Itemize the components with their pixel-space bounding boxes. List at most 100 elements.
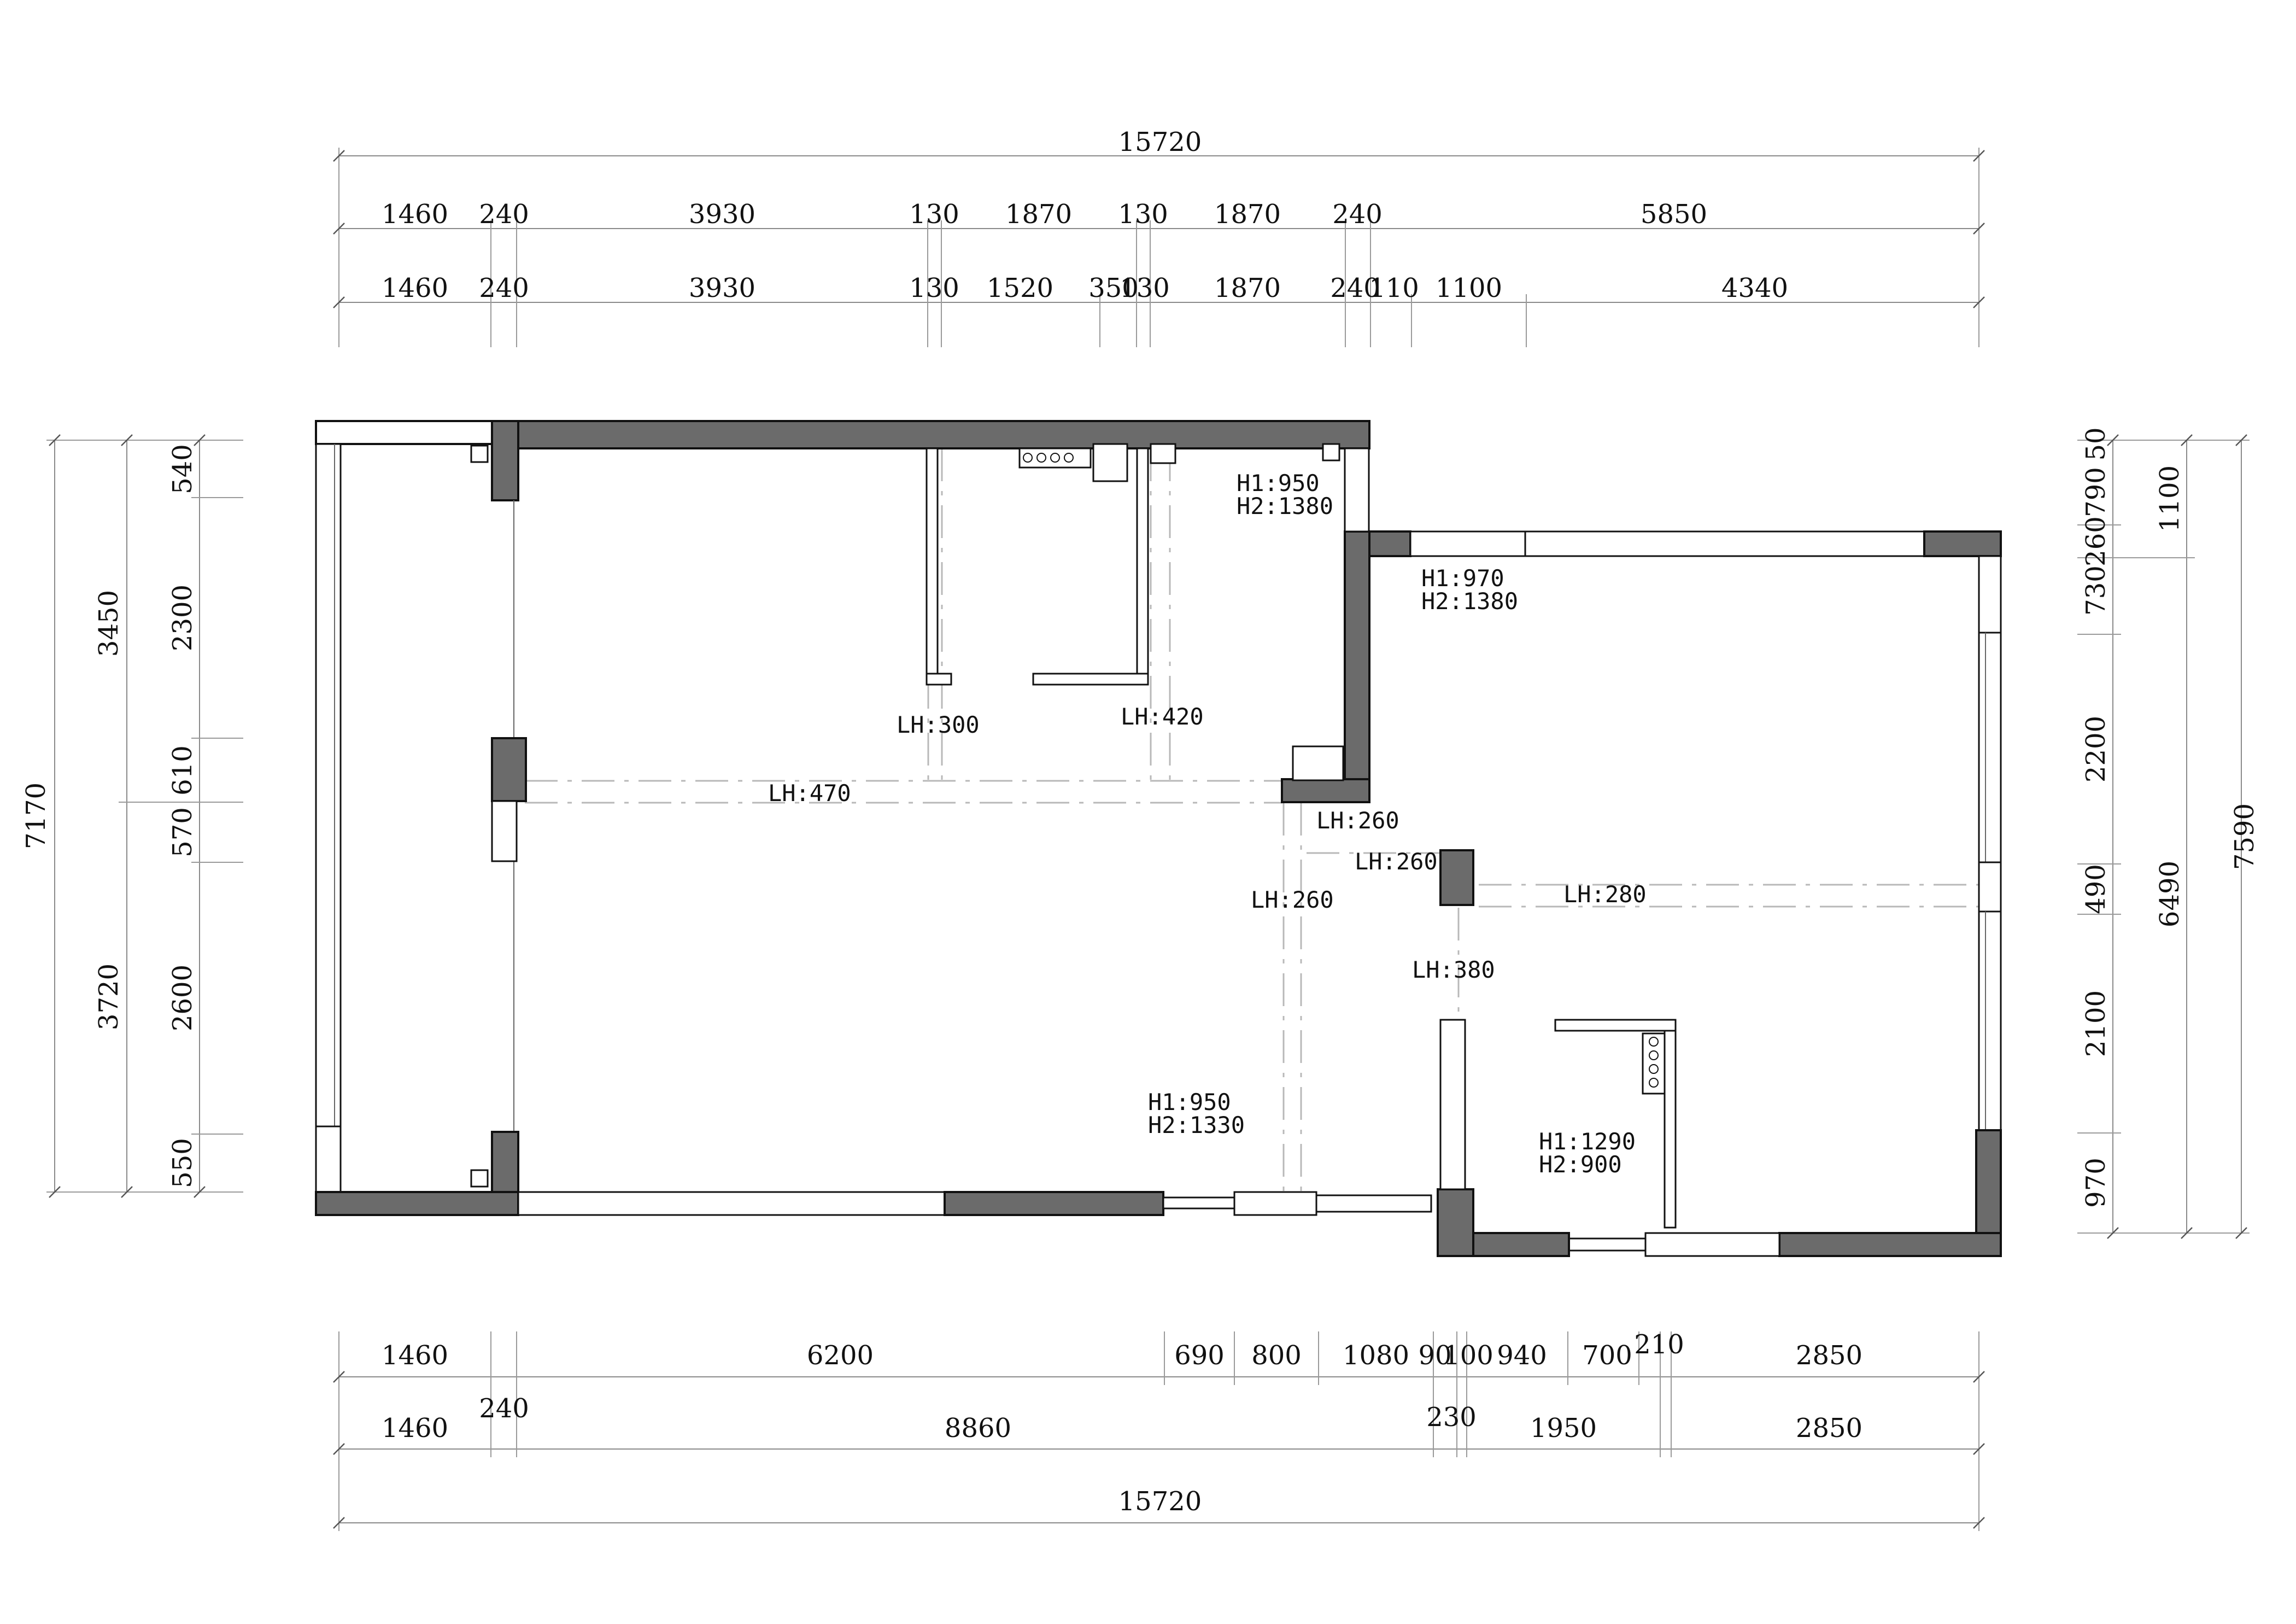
bottom-dimensions: 1460 6200 690 800 1080 90 100 940 700 21… xyxy=(338,1329,1979,1531)
note-lh-260a: LH:260 xyxy=(1316,807,1399,834)
dim-top-r1-6: 1870 xyxy=(1214,199,1281,230)
wall-mid-small xyxy=(491,800,518,862)
wall-right-mid xyxy=(1978,861,2002,913)
dim-top-r2-0: 1460 xyxy=(382,273,448,303)
note-lh-420: LH:420 xyxy=(1121,703,1204,730)
wall-right-bottom-window xyxy=(1644,1232,1780,1257)
dim-left-inner-1: 2300 xyxy=(167,585,198,651)
note-h-d1: H1:1290 xyxy=(1539,1128,1636,1155)
dim-bot-r1-5: 90 xyxy=(1418,1340,1451,1371)
dim-top-r2-1: 240 xyxy=(479,273,529,303)
sink-fixture-top xyxy=(1092,443,1128,482)
dim-top-total: 15720 xyxy=(1118,127,1202,157)
window-right-2 xyxy=(1978,910,2002,1131)
dim-top-r1-3: 130 xyxy=(909,199,959,230)
dim-left-mid-1: 3720 xyxy=(93,963,124,1030)
top-dimensions: 15720 1460 240 3930 130 1870 130 1870 24… xyxy=(338,127,1979,347)
dim-top-r2-2: 3930 xyxy=(689,273,755,303)
drain-1 xyxy=(470,445,489,463)
wall-top-right-corner xyxy=(1923,530,2002,557)
dim-bot-r2-0: 1460 xyxy=(382,1413,448,1444)
dim-right-inner-4: 2200 xyxy=(2081,716,2111,782)
dim-bot-r1-2: 690 xyxy=(1174,1340,1225,1371)
dim-top-r1-4: 1870 xyxy=(1005,199,1072,230)
dim-bot-r1-1: 6200 xyxy=(807,1340,874,1371)
fixtures xyxy=(470,443,1666,1188)
dim-top-r2-8: 240 xyxy=(1330,273,1380,303)
partition-b-foot xyxy=(1032,673,1149,686)
right-dimensions: 7590 1100 6490 50 790 260 730 2200 490 2… xyxy=(2077,427,2260,1234)
note-h-c2: H2:1330 xyxy=(1148,1112,1245,1138)
dim-bot-r1-6: 100 xyxy=(1443,1340,1493,1371)
annotations: H1:950 H2:1380 H1:970 H2:1380 H1:950 H2:… xyxy=(768,470,1647,1178)
partition-b xyxy=(1136,447,1149,685)
note-h-b2: H2:1380 xyxy=(1421,588,1518,615)
partition-a-foot xyxy=(926,673,952,686)
dim-top-r2-10: 1100 xyxy=(1436,273,1502,303)
dim-top-r2-6: 130 xyxy=(1120,273,1170,303)
wall-bottom-door xyxy=(1162,1196,1235,1210)
partition-c xyxy=(1664,1019,1677,1229)
wall-right-bottom xyxy=(1778,1232,2002,1257)
drain-4 xyxy=(1322,443,1340,462)
dim-bot-r1-4: 1080 xyxy=(1343,1340,1409,1371)
dim-right-mid-1: 6490 xyxy=(2154,861,2185,927)
note-lh-300: LH:300 xyxy=(897,711,980,738)
dim-top-r2-9: 110 xyxy=(1369,273,1419,303)
note-lh-280: LH:280 xyxy=(1563,881,1647,908)
dim-right-outer: 7590 xyxy=(2229,803,2260,870)
dim-top-r1-0: 1460 xyxy=(382,199,448,230)
dim-left-inner-5: 550 xyxy=(167,1138,198,1188)
dim-bot-r1-10: 2850 xyxy=(1796,1340,1862,1371)
dim-left-mid-0: 3450 xyxy=(93,590,124,657)
dim-top-r1-8: 5850 xyxy=(1641,199,1707,230)
dim-bot-r2-2: 8860 xyxy=(945,1413,1011,1444)
wall-mid-pillar xyxy=(491,737,527,802)
left-dimensions: 7170 3450 3720 540 2300 610 570 2600 550 xyxy=(21,440,243,1193)
wall-right-bottom-door xyxy=(1568,1237,1647,1252)
dim-top-r1-7: 240 xyxy=(1332,199,1383,230)
walls xyxy=(315,420,2002,1257)
beam-lines xyxy=(525,448,1979,1192)
dim-left-inner-2: 610 xyxy=(167,745,198,796)
note-h-b1: H1:970 xyxy=(1421,565,1504,592)
dim-right-inner-1: 790 xyxy=(2081,467,2111,517)
wall-top-right-open xyxy=(1524,530,1925,557)
wall-bottom-window xyxy=(517,1191,946,1216)
wall-right-upper xyxy=(1978,555,2002,634)
note-h-d2: H2:900 xyxy=(1539,1151,1622,1178)
drain-3 xyxy=(1150,443,1176,464)
dim-top-r1-5: 130 xyxy=(1118,199,1168,230)
dim-left-total: 7170 xyxy=(21,782,51,849)
dim-bot-r1-8: 700 xyxy=(1582,1340,1632,1371)
dim-left-inner-3: 570 xyxy=(167,807,198,857)
balcony-wall-left-bottom xyxy=(315,1125,342,1193)
partition-a xyxy=(926,447,939,685)
wall-bottom-left xyxy=(315,1191,519,1216)
dim-bot-r2-4: 1950 xyxy=(1530,1413,1597,1444)
dimension-ticks xyxy=(49,150,2247,1529)
dim-top-r2-7: 1870 xyxy=(1214,273,1281,303)
wall-top-main xyxy=(491,420,1370,449)
wall-bottom-mid xyxy=(944,1191,1164,1216)
note-lh-260c: LH:260 xyxy=(1251,886,1334,913)
dim-bot-r2-1: 240 xyxy=(479,1393,529,1424)
dim-right-inner-5: 490 xyxy=(2081,864,2111,914)
dim-right-mid-0: 1100 xyxy=(2154,465,2185,532)
note-lh-260b: LH:260 xyxy=(1355,848,1438,875)
wall-bottom-gap xyxy=(1315,1194,1432,1213)
note-lh-470: LH:470 xyxy=(768,780,851,807)
dim-right-inner-0: 50 xyxy=(2081,427,2111,460)
pillar-center xyxy=(1439,849,1474,906)
dim-bot-r2-3: 230 xyxy=(1426,1402,1477,1433)
wall-step-foot xyxy=(1281,778,1370,803)
dim-top-r2-3: 130 xyxy=(909,273,959,303)
dim-bot-r2-5: 2850 xyxy=(1796,1413,1862,1444)
dim-left-inner-0: 540 xyxy=(167,444,198,494)
note-h-a2: H2:1380 xyxy=(1237,493,1333,519)
note-h-c1: H1:950 xyxy=(1148,1089,1231,1115)
dim-bot-r1-3: 800 xyxy=(1251,1340,1302,1371)
note-h-a1: H1:950 xyxy=(1237,470,1320,496)
dim-top-r2-11: 4340 xyxy=(1721,273,1788,303)
